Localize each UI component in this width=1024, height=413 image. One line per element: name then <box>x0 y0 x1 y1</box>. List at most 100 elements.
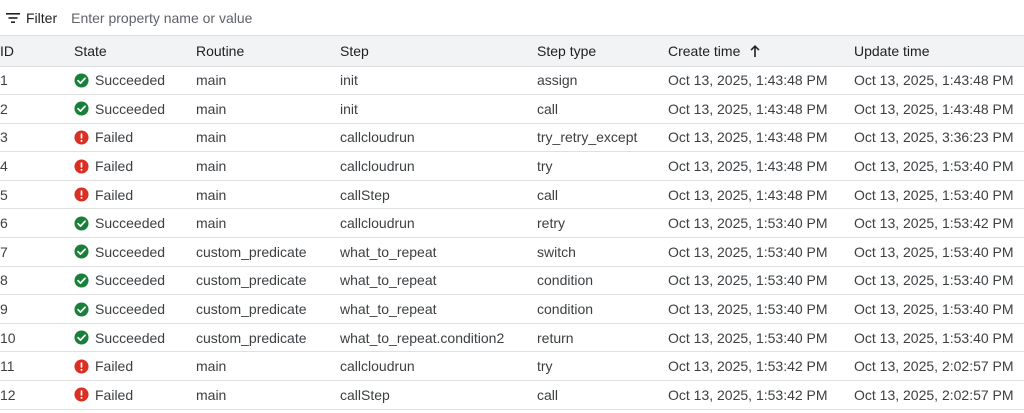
error-icon <box>74 130 89 145</box>
check-circle-icon <box>74 244 89 259</box>
column-header-step[interactable]: Step <box>340 36 537 67</box>
cell-id: 4 <box>0 151 74 181</box>
column-header-id[interactable]: ID <box>0 36 74 67</box>
cell-id: 1 <box>0 66 74 96</box>
cell-create-time: Oct 13, 2025, 1:53:40 PM <box>668 323 854 353</box>
cell-routine: custom_predicate <box>196 237 340 267</box>
cell-update-time: Oct 13, 2025, 2:02:57 PM <box>854 380 1024 410</box>
cell-step: what_to_repeat <box>340 294 537 324</box>
state-label: Succeeded <box>95 329 166 346</box>
cell-state: Failed <box>74 151 196 181</box>
cell-step: callcloudrun <box>340 208 537 239</box>
cell-id: 9 <box>0 294 74 324</box>
filter-label[interactable]: Filter <box>26 9 58 26</box>
cell-state: Succeeded <box>74 208 196 239</box>
cell-update-time: Oct 13, 2025, 3:36:23 PM <box>854 123 1024 153</box>
cell-create-time: Oct 13, 2025, 1:43:48 PM <box>668 66 854 96</box>
cell-create-time: Oct 13, 2025, 1:53:40 PM <box>668 237 854 267</box>
error-icon <box>74 387 89 402</box>
check-circle-icon <box>74 302 89 317</box>
state-label: Failed <box>95 158 134 175</box>
cell-step-type: try <box>537 151 668 181</box>
table-header-row: ID State Routine Step Step type Create t… <box>0 36 1024 67</box>
cell-state: Failed <box>74 351 196 382</box>
cell-routine: main <box>196 351 340 382</box>
cell-id: 6 <box>0 208 74 239</box>
cell-routine: main <box>196 123 340 153</box>
cell-update-time: Oct 13, 2025, 1:53:40 PM <box>854 237 1024 267</box>
cell-state: Succeeded <box>74 323 196 353</box>
cell-step-type: return <box>537 323 668 353</box>
column-header-step-type[interactable]: Step type <box>537 36 668 67</box>
cell-step-type: call <box>537 94 668 124</box>
cell-update-time: Oct 13, 2025, 1:43:48 PM <box>854 94 1024 124</box>
cell-routine: custom_predicate <box>196 294 340 324</box>
cell-id: 2 <box>0 94 74 124</box>
cell-step: callStep <box>340 380 537 410</box>
create-time-label: Create time <box>668 42 741 59</box>
state-label: Succeeded <box>95 215 166 232</box>
cell-create-time: Oct 13, 2025, 1:53:40 PM <box>668 208 854 239</box>
cell-state: Succeeded <box>74 237 196 267</box>
cell-id: 3 <box>0 123 74 153</box>
cell-step: what_to_repeat.condition2 <box>340 323 537 353</box>
error-icon <box>74 187 89 202</box>
cell-update-time: Oct 13, 2025, 1:53:42 PM <box>854 208 1024 239</box>
cell-create-time: Oct 13, 2025, 1:53:42 PM <box>668 351 854 382</box>
cell-id: 7 <box>0 237 74 267</box>
cell-step: init <box>340 94 537 124</box>
cell-id: 5 <box>0 180 74 210</box>
state-label: Failed <box>95 386 134 403</box>
cell-id: 10 <box>0 323 74 353</box>
cell-step: callcloudrun <box>340 123 537 153</box>
cell-state: Failed <box>74 123 196 153</box>
cell-routine: custom_predicate <box>196 266 340 296</box>
cell-create-time: Oct 13, 2025, 1:43:48 PM <box>668 180 854 210</box>
filter-bar: Filter <box>0 0 1024 36</box>
state-label: Succeeded <box>95 72 166 89</box>
cell-state: Succeeded <box>74 266 196 296</box>
cell-step: callcloudrun <box>340 151 537 181</box>
column-header-create-time[interactable]: Create time <box>668 36 854 67</box>
cell-id: 12 <box>0 380 74 410</box>
cell-update-time: Oct 13, 2025, 1:53:40 PM <box>854 180 1024 210</box>
state-label: Failed <box>95 358 134 375</box>
state-label: Failed <box>95 186 134 203</box>
cell-step-type: retry <box>537 208 668 239</box>
cell-step: callStep <box>340 180 537 210</box>
filter-input[interactable] <box>71 9 672 26</box>
column-header-routine[interactable]: Routine <box>196 36 340 67</box>
cell-routine: custom_predicate <box>196 323 340 353</box>
arrow-upward-icon[interactable] <box>748 44 762 58</box>
cell-create-time: Oct 13, 2025, 1:43:48 PM <box>668 94 854 124</box>
column-header-update-time[interactable]: Update time <box>854 36 1024 67</box>
filter-icon[interactable] <box>6 12 20 24</box>
cell-step-type: condition <box>537 294 668 324</box>
cell-state: Succeeded <box>74 94 196 124</box>
cell-state: Failed <box>74 180 196 210</box>
cell-create-time: Oct 13, 2025, 1:53:42 PM <box>668 380 854 410</box>
cell-update-time: Oct 13, 2025, 1:53:40 PM <box>854 323 1024 353</box>
cell-routine: main <box>196 180 340 210</box>
cell-step-type: try_retry_except <box>537 123 668 153</box>
cell-update-time: Oct 13, 2025, 2:02:57 PM <box>854 351 1024 382</box>
cell-step: what_to_repeat <box>340 266 537 296</box>
check-circle-icon <box>74 101 89 116</box>
cell-create-time: Oct 13, 2025, 1:43:48 PM <box>668 123 854 153</box>
state-label: Succeeded <box>95 100 166 117</box>
column-header-state[interactable]: State <box>74 36 196 67</box>
check-circle-icon <box>74 216 89 231</box>
